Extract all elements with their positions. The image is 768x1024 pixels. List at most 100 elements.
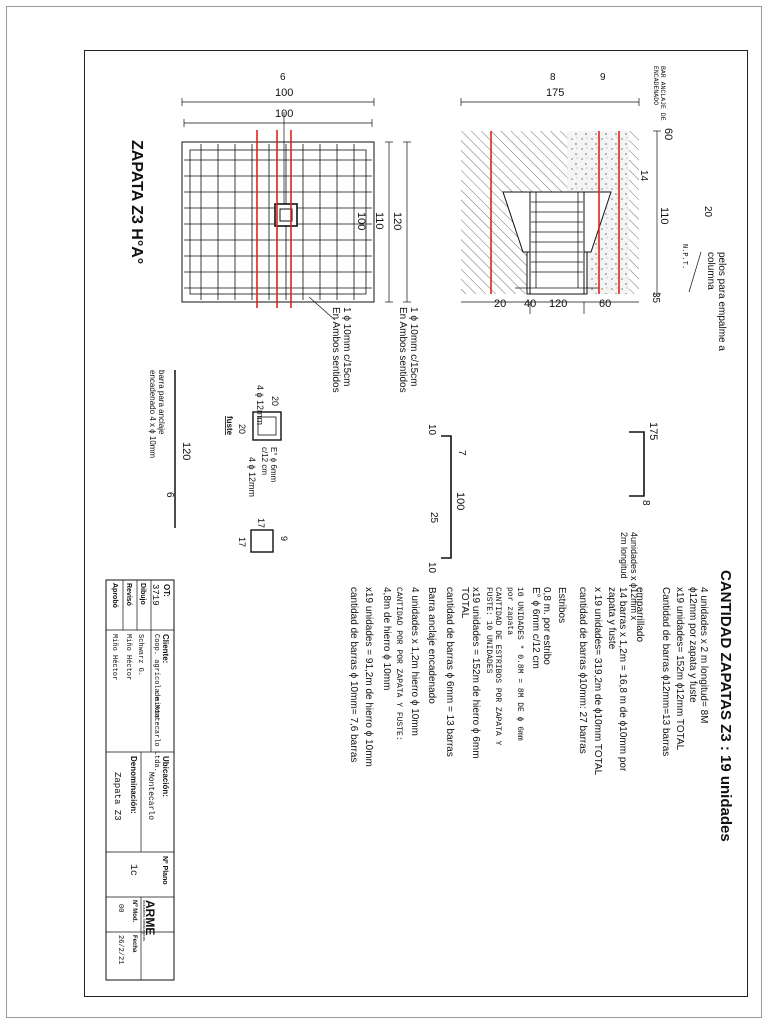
denominacion-label: Denominación: bbox=[129, 756, 138, 814]
section-rebar bbox=[515, 192, 599, 289]
section-mesh-note-2: En Ambos sentidos bbox=[397, 307, 408, 393]
q14: por zapata bbox=[505, 587, 514, 635]
ubicacion-label: Ubicación: bbox=[161, 756, 170, 797]
anchor-label-2: ENCADENADO bbox=[652, 66, 659, 105]
dim-bottom-40: 40 bbox=[524, 298, 536, 310]
q10: Estribos bbox=[556, 587, 567, 623]
ubicacion-value: Montecarlo bbox=[146, 772, 155, 820]
anchor-label-1: BAR ANCLAJE DE bbox=[659, 66, 666, 121]
plano-label: Nº Plano bbox=[161, 856, 168, 885]
rotated-drawing: ZAPATA Z3 H°A° 100 100 bbox=[87, 52, 749, 996]
q22: CANTIDAD POR POR ZAPATA Y FUSTE: bbox=[394, 587, 403, 741]
denominacion-value: Zapata Z3 bbox=[112, 772, 122, 821]
fuste-inner bbox=[257, 416, 277, 436]
bar8-note-1: 4unidades x ϕ12mm x bbox=[629, 532, 639, 621]
bar7-top: 10 bbox=[426, 424, 437, 436]
tag-8: 8 bbox=[550, 72, 556, 83]
ot-label: OT: bbox=[162, 584, 171, 597]
dim-height-110: 110 bbox=[658, 207, 670, 225]
q2: ϕ12mm por zapata y fuste bbox=[687, 587, 698, 703]
quantity-title: CANTIDAD ZAPATAS Z3 : 19 unidades bbox=[717, 570, 734, 842]
bar7-shape bbox=[441, 435, 452, 559]
plan-dimensions bbox=[181, 98, 411, 303]
plan-view: ZAPATA Z3 H°A° 100 100 bbox=[128, 72, 411, 393]
plan-mesh-note-2: En Ambos sentidos bbox=[330, 307, 341, 393]
dim-total-175: 175 bbox=[546, 87, 564, 99]
mod-label: Nº Mod. bbox=[131, 900, 137, 923]
bar-tag-6: 6 bbox=[280, 72, 286, 83]
dibujo-value: Schwarz G. bbox=[136, 634, 144, 676]
fecha-value: 26/2/21 bbox=[116, 935, 124, 964]
dim-bottom-total-120: 120 bbox=[549, 298, 567, 310]
drawing-title: ZAPATA Z3 H°A° bbox=[128, 140, 145, 264]
npt-label: N.P.T. bbox=[680, 244, 688, 269]
q13: 10 UNIDADES * 0.8M = 8M DE ϕ 6mm bbox=[515, 587, 524, 741]
stirrup-w: 17 bbox=[237, 537, 247, 547]
rebar-mesh bbox=[184, 144, 372, 300]
q24: x19 unidades = 91,2m de hierro ϕ 10mm bbox=[363, 587, 374, 767]
q5: emparrillado bbox=[634, 587, 645, 642]
bar-anchor-2: encadenado 4 x ϕ 10mm bbox=[148, 370, 157, 458]
plano-value: 1c bbox=[127, 864, 138, 876]
dim-14: 14 bbox=[638, 170, 649, 182]
bar8-tag: 8 bbox=[640, 500, 651, 506]
title-block: OT: 3719 Dibujo Revisó Aprobó Cliente: C… bbox=[105, 579, 175, 981]
fuste-h: 20 bbox=[237, 424, 247, 434]
dim-bottom-60: 60 bbox=[599, 298, 611, 310]
fuste-stirrup-1: E° ϕ 6mm bbox=[269, 447, 278, 483]
q21: 4 unidades x 1,2m hierro ϕ 10mm bbox=[409, 587, 420, 736]
footing-inner-outline bbox=[189, 149, 367, 295]
stirrup-square bbox=[250, 529, 274, 553]
section-dimensions bbox=[460, 98, 661, 314]
fuste-square bbox=[252, 411, 282, 441]
q4: Cantidad de barras ϕ12mm=13 barras bbox=[660, 587, 671, 756]
pelos-leader bbox=[688, 251, 702, 293]
ot-value: 3719 bbox=[150, 584, 160, 606]
q17: x19 unidades = 152m de hierro ϕ 6mm bbox=[470, 587, 481, 759]
q16: FUSTE: 10 UNIDADES bbox=[484, 587, 493, 674]
mod-value: 00 bbox=[116, 904, 124, 912]
dim-left-inner: 100 bbox=[355, 212, 367, 230]
section-mesh-note-1: 1 ϕ 10mm c/15cm bbox=[408, 307, 419, 387]
reviso-label: Revisó bbox=[125, 583, 132, 606]
drawing-canvas: ZAPATA Z3 H°A° 100 100 bbox=[105, 66, 734, 981]
column-inner bbox=[279, 208, 293, 222]
q20: Barra anclaje encadenado bbox=[426, 587, 437, 704]
dim-20: 20 bbox=[702, 206, 713, 218]
bar6-tag: 6 bbox=[164, 492, 175, 498]
bar8-note-2: 2m longitud bbox=[619, 532, 629, 579]
arme-logo-subtext: Industrias Metalúrgicas bbox=[142, 900, 147, 941]
bar8-shape bbox=[629, 431, 645, 497]
stirrup-h: 17 bbox=[256, 518, 266, 528]
fuste-label: fuste bbox=[225, 416, 234, 436]
pelos-label-1: pelos para empalme a bbox=[716, 252, 727, 351]
page-frame bbox=[6, 6, 762, 1018]
quantities-block: CANTIDAD ZAPATAS Z3 : 19 unidades 4 unid… bbox=[348, 570, 734, 842]
dim-top-inner: 100 bbox=[275, 108, 293, 120]
bar7-bottom: 10 bbox=[426, 562, 437, 574]
bar7-tag: 7 bbox=[456, 450, 467, 456]
q1: 4 unidades x 2 m longitud= 8M bbox=[698, 587, 709, 723]
column-section bbox=[529, 191, 585, 295]
column-square bbox=[274, 203, 298, 227]
stirrup-tag: 9 bbox=[279, 536, 289, 541]
aprobo-value: Miño Héctor bbox=[110, 634, 118, 680]
bar7-hook: 25 bbox=[428, 512, 439, 524]
dim-left-outer: 120 bbox=[391, 212, 403, 230]
bar8-length: 175 bbox=[647, 422, 659, 440]
bar6-length: 120 bbox=[180, 442, 192, 460]
fuste-w: 20 bbox=[270, 396, 280, 406]
q12: E° ϕ 6mm c/12 cm bbox=[530, 587, 541, 669]
q23: 4,8m de hierro ϕ 10mm bbox=[381, 587, 392, 690]
bar-details: 120 6 barra para anclaje encadenado 4 x … bbox=[148, 370, 659, 621]
cliente-value-1: Coop. agrícola mixta bbox=[152, 634, 160, 718]
arme-logo: ARME bbox=[143, 900, 157, 935]
aprobo-label: Aprobó bbox=[111, 583, 118, 608]
dim-top-outer: 100 bbox=[275, 87, 293, 99]
q19: cantidad de barras ϕ 6mm = 13 barras bbox=[444, 587, 455, 757]
bar-anchor-1: barra para anclaje bbox=[157, 370, 166, 435]
fuste-bottom: 4 ϕ 12mm bbox=[247, 457, 257, 497]
q7: zapata y fuste bbox=[606, 587, 617, 650]
tag-9: 9 bbox=[600, 72, 606, 83]
q8: x 19 unidades= 319,2m de ϕ10mm TOTAL bbox=[592, 587, 603, 776]
